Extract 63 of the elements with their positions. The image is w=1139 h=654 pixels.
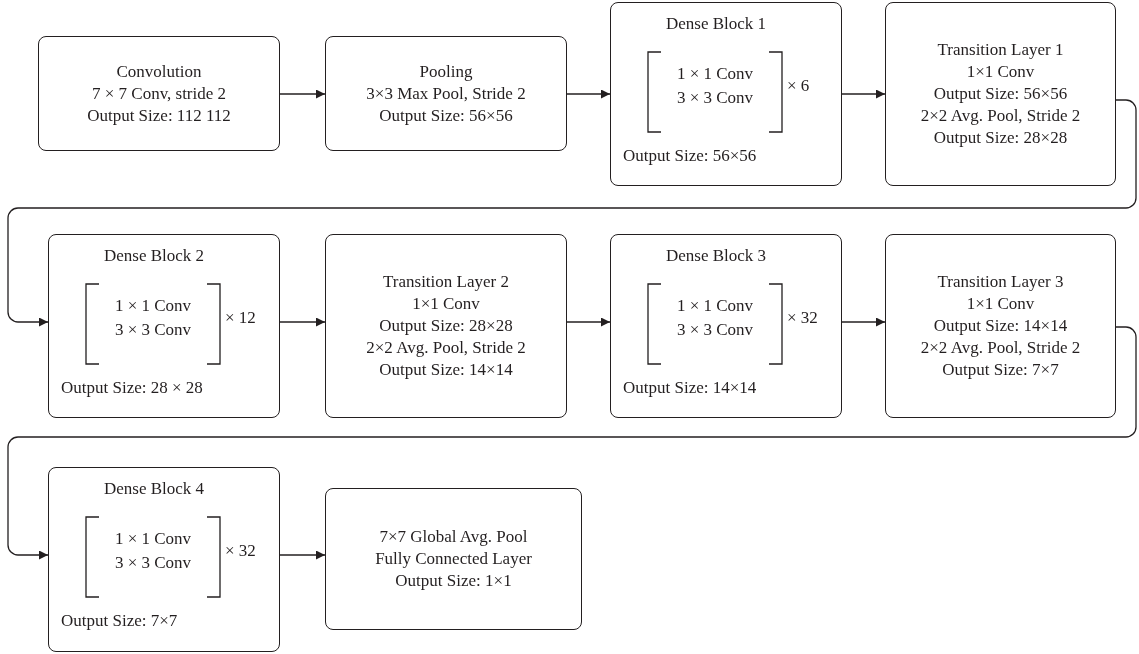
dense-block-box (48, 467, 280, 652)
arrow (279, 550, 326, 560)
layer-title: Transition Layer 3 (937, 271, 1064, 293)
dense-block-box (610, 2, 842, 186)
repeat-count: × 12 (225, 307, 257, 329)
layer-box (885, 234, 1116, 418)
layer-box (38, 36, 280, 151)
layer-detail: Output Size: 14×14 (933, 315, 1068, 337)
layer-box (325, 488, 582, 630)
layer-box (325, 234, 567, 418)
arrow (841, 317, 886, 327)
layer-detail: Output Size: 14×14 (379, 359, 513, 381)
block-title: Dense Block 3 (664, 245, 768, 267)
repeat-count: × 32 (787, 307, 819, 329)
arrow (841, 89, 886, 99)
layer-box (885, 2, 1116, 186)
layer-label: 3 × 3 Conv (675, 319, 755, 341)
output-size-label: Output Size: 14×14 (623, 377, 758, 399)
output-size-label: Output Size: 7×7 (61, 610, 179, 632)
layer-detail: Output Size: 1×1 (395, 570, 512, 592)
arrow (7, 326, 1137, 560)
layer-detail: 2×2 Avg. Pool, Stride 2 (920, 105, 1081, 127)
layer-detail: 1×1 Conv (412, 293, 480, 315)
dense-block-box (610, 234, 842, 418)
layer-label: 3 × 3 Conv (675, 87, 755, 109)
repeat-count: × 32 (225, 540, 257, 562)
layer-detail: Output Size: 56×56 (933, 83, 1068, 105)
repeat-count: × 6 (787, 75, 811, 97)
arrow (566, 89, 611, 99)
layer-title: Transition Layer 2 (383, 271, 509, 293)
layer-box (325, 36, 567, 151)
layer-detail: Output Size: 56×56 (379, 104, 513, 127)
output-size-label: Output Size: 28 × 28 (61, 377, 204, 399)
arrow (566, 317, 611, 327)
layer-detail: 7 × 7 Conv, stride 2 (91, 82, 227, 105)
block-title: Dense Block 1 (664, 13, 768, 35)
arrow (7, 99, 1137, 327)
arrow (279, 317, 326, 327)
layer-detail: Output Size: 28×28 (379, 315, 513, 337)
layer-detail: 3×3 Max Pool, Stride 2 (366, 82, 526, 105)
layer-title: Pooling (419, 60, 473, 83)
layer-detail: 1×1 Conv (966, 293, 1035, 315)
layer-detail: 1×1 Conv (966, 61, 1035, 83)
output-size-label: Output Size: 56×56 (623, 145, 758, 167)
layer-label: 1 × 1 Conv (113, 528, 193, 550)
layer-detail: Output Size: 112 112 (87, 104, 231, 127)
layer-title: Convolution (116, 60, 202, 83)
dense-block-box (48, 234, 280, 418)
layer-label: 3 × 3 Conv (113, 319, 193, 341)
layer-label: 1 × 1 Conv (113, 295, 193, 317)
block-title: Dense Block 4 (102, 478, 206, 500)
layer-detail: Output Size: 7×7 (942, 359, 1059, 381)
arrow (279, 89, 326, 99)
layer-label: 1 × 1 Conv (675, 295, 755, 317)
layer-detail: Fully Connected Layer (375, 548, 532, 570)
block-title: Dense Block 2 (102, 245, 206, 267)
layer-detail: Output Size: 28×28 (933, 127, 1068, 149)
layer-detail: 2×2 Avg. Pool, Stride 2 (920, 337, 1081, 359)
layer-label: 1 × 1 Conv (675, 63, 755, 85)
layer-title: Transition Layer 1 (937, 39, 1064, 61)
layer-label: 3 × 3 Conv (113, 552, 193, 574)
layer-detail: 2×2 Avg. Pool, Stride 2 (366, 337, 526, 359)
layer-title: 7×7 Global Avg. Pool (379, 526, 528, 548)
